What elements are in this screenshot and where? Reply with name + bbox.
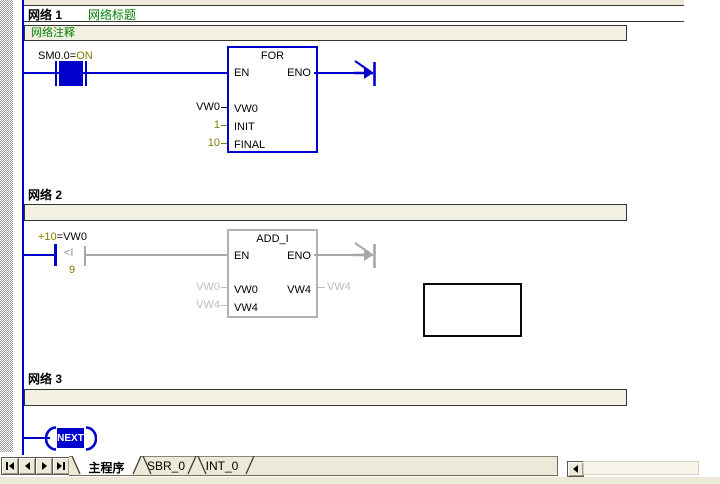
- last-bar-icon: [63, 462, 65, 470]
- contact2-current-value: 9: [69, 264, 76, 276]
- for-operand-final[interactable]: 10: [207, 137, 220, 149]
- next-coil[interactable]: NEXT: [57, 428, 84, 448]
- for-operand-init[interactable]: 1: [213, 119, 220, 131]
- contact1-value: ON: [76, 50, 93, 62]
- add-i-block-title: ADD_I: [256, 233, 289, 245]
- next-arrow-icon: [41, 462, 47, 470]
- network1-title[interactable]: 网络标题: [88, 8, 137, 22]
- for-pin-init: INIT: [234, 121, 255, 133]
- network3-comment-box[interactable]: [24, 389, 627, 406]
- for-pin-vw0: VW0: [234, 103, 258, 115]
- add-i-block[interactable]: ADD_I EN ENO VW0 VW4 VW4: [227, 229, 318, 318]
- contact1-label: SM0.0=ON: [38, 50, 93, 63]
- add-i-output-wire: [314, 254, 356, 256]
- rung3-wire: [24, 437, 50, 439]
- for-block-title: FOR: [260, 50, 285, 62]
- coil-right-paren-icon: [85, 426, 97, 451]
- for-block[interactable]: FOR EN ENO VW0 INIT FINAL: [227, 46, 318, 153]
- network1-label: 网络 1: [28, 8, 63, 22]
- next-tab-button[interactable]: [35, 457, 53, 475]
- add-i-tick-out: [318, 287, 325, 288]
- tab-separators: [71, 456, 255, 475]
- contact2-value: +10: [38, 231, 57, 243]
- tab-main-program[interactable]: 主程序: [72, 456, 141, 475]
- first-tab-button[interactable]: [1, 457, 19, 475]
- power-rail: [22, 0, 24, 455]
- contact2-operand: =VW0: [56, 231, 87, 243]
- tab-main-program-label: 主程序: [88, 461, 125, 475]
- prev-arrow-icon: [24, 462, 30, 470]
- last-tab-button[interactable]: [52, 457, 70, 475]
- for-operand-vw0[interactable]: VW0: [196, 101, 220, 113]
- network1-title-underline: [24, 21, 684, 22]
- first-arrow-icon: [9, 462, 14, 470]
- breakpoint-margin: [0, 0, 13, 452]
- add-i-operand-in1[interactable]: VW0: [196, 281, 220, 293]
- hscroll-left-button[interactable]: [567, 461, 584, 477]
- network2-comment-box[interactable]: [24, 204, 627, 221]
- contact2-label: +10=VW0: [38, 231, 87, 244]
- for-tick-init: [221, 125, 227, 126]
- add-i-tick-in1: [221, 287, 227, 288]
- network2-label: 网络 2: [28, 188, 63, 202]
- add-i-tick-in2: [221, 305, 227, 306]
- hscroll-left-arrow-icon: [573, 465, 578, 473]
- tab-strip: [69, 456, 558, 476]
- coil-left-paren-icon: [45, 426, 57, 451]
- contact2-left-bar[interactable]: [54, 244, 57, 266]
- empty-box[interactable]: [423, 283, 522, 337]
- prev-tab-button[interactable]: [18, 457, 36, 475]
- network3-comment-text: [25, 390, 626, 391]
- add-i-operand-out[interactable]: VW4: [327, 281, 351, 293]
- add-i-pin-out: VW4: [287, 284, 311, 296]
- window-bottom-strip: [0, 477, 720, 484]
- add-i-pin-in1: VW0: [234, 284, 258, 296]
- contact2-symbol[interactable]: <I: [64, 247, 74, 259]
- hscroll-track[interactable]: [583, 461, 699, 475]
- for-pin-final: FINAL: [234, 139, 266, 151]
- for-tick-final: [221, 143, 227, 144]
- contact1-selection-fill[interactable]: [59, 61, 83, 86]
- add-i-eno-pin: ENO: [287, 250, 311, 262]
- contact2-right-bar: [84, 246, 86, 266]
- rung2-wire-unpowered: [86, 254, 227, 256]
- editor-top-edge: [22, 0, 684, 6]
- for-en-pin: EN: [234, 67, 250, 79]
- for-eno-pin: ENO: [287, 67, 311, 79]
- network1-comment-text: 网络注释: [31, 27, 75, 39]
- tab-sbr0[interactable]: SBR_0: [146, 459, 186, 473]
- contact1-left-bar: [55, 61, 57, 86]
- for-tick-vw0: [221, 107, 227, 108]
- last-arrow-icon: [57, 462, 62, 470]
- network3-label: 网络 3: [28, 372, 63, 386]
- for-output-wire: [314, 72, 356, 74]
- open-branch-arrow-icon: [354, 60, 376, 86]
- network1-comment-box[interactable]: 网络注释: [24, 25, 627, 41]
- contact1-operand: SM0.0=: [38, 50, 77, 62]
- add-i-operand-in2[interactable]: VW4: [196, 299, 220, 311]
- first-bar-icon: [6, 462, 8, 470]
- network2-comment-text: [25, 205, 626, 206]
- rung1-wire: [24, 72, 227, 74]
- add-i-en-pin: EN: [234, 250, 250, 262]
- rung2-wire-powered: [24, 254, 56, 256]
- add-i-pin-in2: VW4: [234, 302, 258, 314]
- contact1-right-bar: [85, 61, 87, 86]
- open-branch-arrow-gray-icon: [354, 242, 376, 268]
- tab-int0[interactable]: INT_0: [205, 459, 239, 473]
